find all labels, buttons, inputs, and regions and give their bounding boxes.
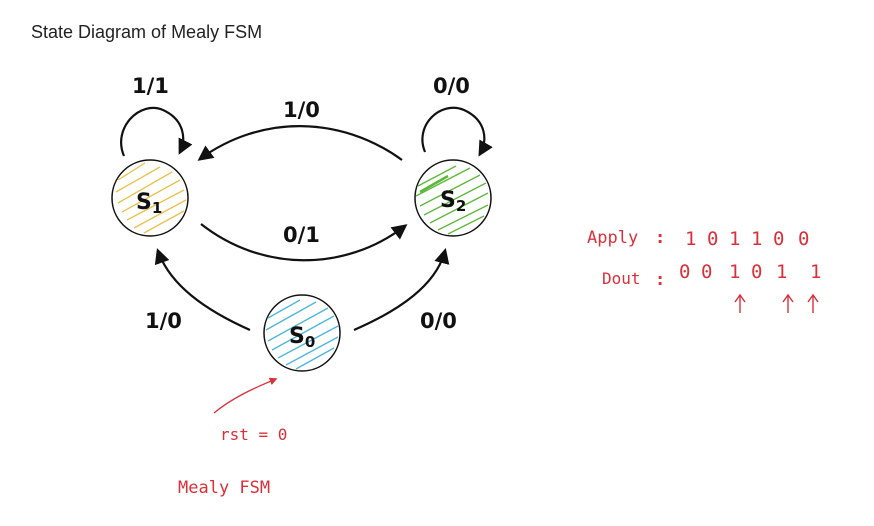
apply-bit: 0 bbox=[773, 228, 784, 250]
transition-s2-to-s1-arrow bbox=[197, 125, 403, 161]
transition-s1-self-arrow bbox=[120, 107, 193, 157]
apply-bit: 0 bbox=[707, 228, 718, 250]
transition-s2-self-arrow bbox=[421, 106, 493, 157]
transition-s1-self-label: 1/1 bbox=[132, 74, 169, 98]
transition-s0-to-s2-arrow bbox=[353, 248, 450, 332]
dout-label: Dout bbox=[602, 269, 641, 288]
state-s1-label: S1 bbox=[136, 190, 162, 217]
dout-bit: 0 bbox=[701, 261, 712, 283]
dout-bit: 0 bbox=[751, 261, 762, 283]
dout-separator: : bbox=[655, 270, 665, 290]
state-s0-label: S0 bbox=[289, 324, 315, 351]
state-s0: S0 bbox=[263, 294, 341, 372]
transition-s2-self-label: 0/0 bbox=[433, 74, 470, 98]
transition-s0-to-s2-label: 0/0 bbox=[420, 309, 457, 333]
up-arrow-icon bbox=[782, 293, 794, 313]
dout-bit: 1 bbox=[776, 261, 787, 283]
dout-bit: 1 bbox=[729, 261, 740, 283]
apply-bit: 1 bbox=[751, 228, 762, 250]
state-s2: S2 bbox=[414, 159, 492, 237]
state-s0-hatch bbox=[265, 299, 339, 370]
up-arrow-icon bbox=[734, 293, 746, 313]
state-s2-hatch bbox=[415, 165, 489, 235]
transition-s0-to-s1-arrow bbox=[154, 248, 251, 332]
apply-label: Apply bbox=[587, 228, 638, 248]
dout-bit: 0 bbox=[679, 261, 690, 283]
transition-s0-to-s1-label: 1/0 bbox=[145, 309, 182, 333]
caption-label: Mealy FSM bbox=[178, 478, 270, 498]
apply-bits: 1 0 1 1 0 0 bbox=[685, 228, 809, 250]
dout-bits: 0 0 1 0 1 1 bbox=[679, 261, 821, 283]
up-arrow-icon bbox=[807, 293, 819, 313]
state-s2-label: S2 bbox=[440, 188, 466, 215]
transition-s1-to-s2-arrow bbox=[200, 223, 408, 262]
state-s1: S1 bbox=[111, 159, 189, 237]
apply-separator: : bbox=[655, 228, 665, 248]
diagram-title: State Diagram of Mealy FSM bbox=[31, 22, 263, 42]
transition-s2-to-s1-label: 1/0 bbox=[283, 98, 320, 122]
dout-bit: 1 bbox=[810, 261, 821, 283]
reset-arrow bbox=[213, 377, 278, 414]
apply-bit: 1 bbox=[685, 228, 696, 250]
dout-markers bbox=[734, 293, 819, 313]
apply-bit: 0 bbox=[798, 228, 809, 250]
reset-label: rst = 0 bbox=[220, 425, 287, 444]
apply-bit: 1 bbox=[729, 228, 740, 250]
state-s1-hatch bbox=[115, 162, 187, 234]
transition-s1-to-s2-label: 0/1 bbox=[283, 223, 320, 247]
